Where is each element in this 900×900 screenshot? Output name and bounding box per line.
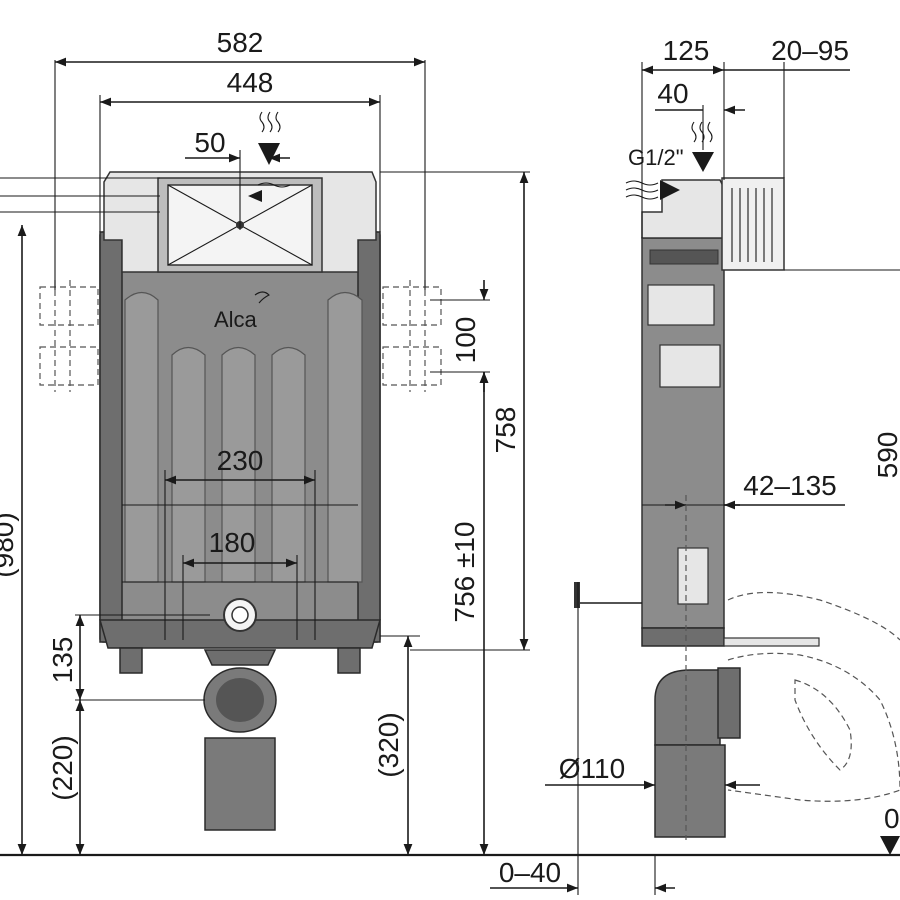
- toilet-bowl-outline: [727, 591, 900, 802]
- dim-980: (980): [0, 177, 160, 855]
- dim-42-135: 42–135: [665, 470, 845, 840]
- svg-text:590: 590: [872, 432, 900, 479]
- svg-text:20–95: 20–95: [771, 35, 849, 66]
- dim-320: (320): [373, 635, 420, 855]
- bird-logo-icon: [254, 291, 270, 304]
- dim-100: 100: [430, 280, 490, 392]
- dim-448: 448: [99, 67, 381, 232]
- svg-text:40: 40: [657, 78, 688, 109]
- dim-180: 180: [182, 527, 298, 640]
- dim-230: 230: [164, 445, 316, 640]
- dim-50: 50: [185, 127, 290, 230]
- svg-text:Ø110: Ø110: [559, 753, 625, 784]
- inlet-thread-label: G1/2": [628, 145, 684, 170]
- svg-text:0–40: 0–40: [499, 857, 561, 888]
- svg-text:(320): (320): [373, 712, 404, 777]
- svg-text:135: 135: [47, 637, 78, 684]
- svg-text:(980): (980): [0, 512, 19, 577]
- dim-590: 590: [784, 269, 900, 479]
- dim-220: (220): [47, 700, 85, 855]
- dim-0-40: 0–40: [490, 582, 675, 895]
- svg-text:(220): (220): [47, 735, 78, 800]
- svg-text:448: 448: [227, 67, 274, 98]
- floor-zero-marker: 0: [880, 803, 900, 855]
- side-frame: [641, 237, 725, 647]
- side-outlet-pipe: [574, 582, 820, 838]
- svg-text:125: 125: [663, 35, 710, 66]
- wall-bracket-left: [39, 280, 99, 392]
- svg-text:180: 180: [209, 527, 256, 558]
- svg-text:50: 50: [194, 127, 225, 158]
- dim-125: 125: [641, 35, 725, 238]
- dim-756: 756 ±10: [449, 372, 489, 855]
- frame-body: [99, 231, 381, 674]
- front-view: Alca 582: [0, 27, 900, 857]
- svg-text:100: 100: [450, 317, 481, 364]
- svg-text:230: 230: [217, 445, 264, 476]
- side-view: 125 20–95 40 G1/2" 42–135 590: [490, 35, 900, 895]
- brand-logo: Alca: [214, 307, 258, 332]
- dim-40: 40: [655, 78, 745, 150]
- svg-text:0: 0: [884, 803, 900, 834]
- dim-135: 135: [47, 614, 210, 701]
- dim-20-95: 20–95: [724, 35, 850, 178]
- svg-text:756 ±10: 756 ±10: [449, 521, 480, 622]
- svg-text:42–135: 42–135: [743, 470, 836, 501]
- outlet-pipe: [203, 598, 277, 831]
- wall-bracket-right: [382, 280, 442, 392]
- svg-text:582: 582: [217, 27, 264, 58]
- dim-110: Ø110: [545, 753, 760, 790]
- side-water-inlet-icon: [625, 121, 714, 200]
- dim-582: 582: [54, 27, 426, 290]
- svg-text:758: 758: [490, 407, 521, 454]
- dim-758: 758: [380, 171, 530, 651]
